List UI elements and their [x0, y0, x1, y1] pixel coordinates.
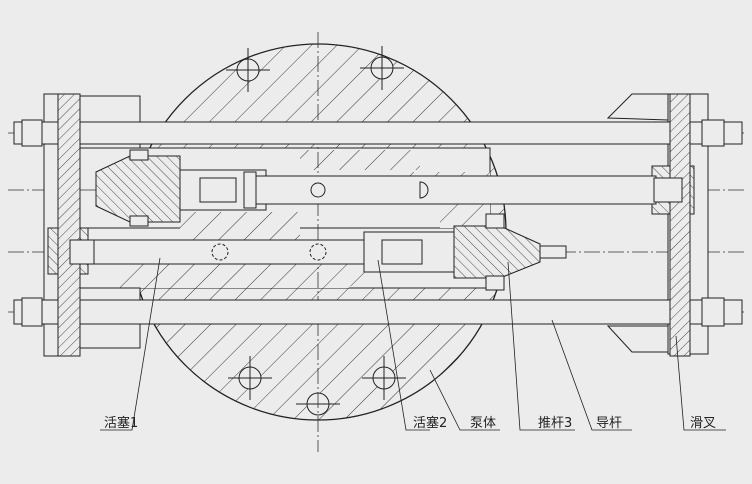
label-push-rod-3: 推杆3	[538, 416, 572, 431]
bolt-hole-bottom-right	[362, 356, 406, 400]
bolt-hole-bottom-left	[228, 356, 272, 400]
label-slide-fork: 滑叉	[690, 416, 716, 431]
label-pump-body: 泵体	[470, 416, 496, 431]
piston-1-assembly	[95, 149, 657, 227]
guide-rods	[13, 93, 743, 357]
leader-lines	[100, 257, 726, 431]
bolt-hole-top-left	[226, 48, 270, 92]
label-piston-1: 活塞1	[104, 415, 138, 431]
label-guide-rod: 导杆	[596, 416, 622, 431]
rod-end-nuts	[69, 177, 683, 265]
bolt-hole-top-right	[360, 46, 404, 90]
piston-2-assembly	[73, 213, 567, 291]
label-piston-2: 活塞2	[413, 415, 447, 431]
bolt-holes	[226, 46, 406, 416]
